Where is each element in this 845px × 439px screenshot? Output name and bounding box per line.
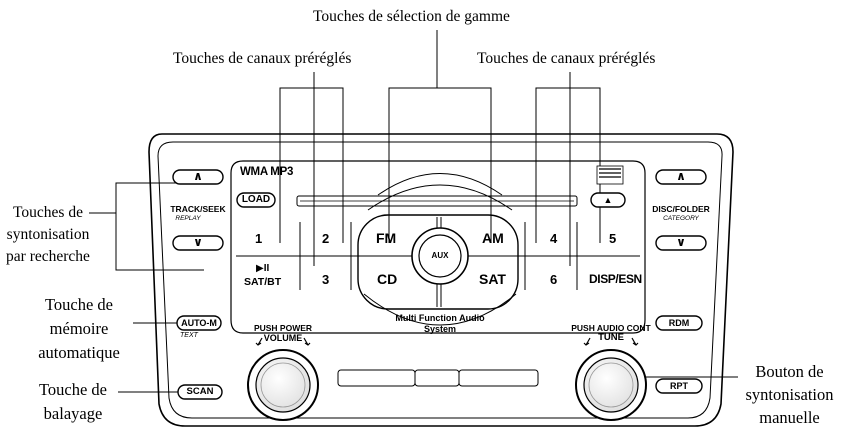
track-seek-label: TRACK/SEEK [170,204,226,214]
tune-arrow-right-icon [631,337,637,346]
label-auto-memory-key: Touche de mémoire automatique [24,293,134,365]
bracket-seek [115,182,204,271]
bracket-band [388,87,492,243]
replay-label: REPLAY [175,215,201,222]
seek-down-icon: ∨ [193,235,203,249]
preset-2-button[interactable]: 2 [322,231,330,246]
label-manual-tune-line2: syntonisation [745,385,834,404]
label-auto-memory-line2: mémoire [49,319,109,338]
mfa-line1: Multi Function Audio [395,313,485,323]
folder-down-button[interactable] [655,235,707,251]
am-button[interactable]: AM [482,230,504,246]
folder-up-icon: ∧ [676,169,686,183]
cd-button[interactable]: CD [377,271,398,287]
label-seek-keys: Touches de syntonisation par recherche [0,202,96,268]
bracket-preset-right [535,87,601,243]
seek-up-button[interactable] [172,169,224,185]
volume-knob[interactable] [247,349,319,421]
auto-m-label: AUTO-M [181,318,217,328]
aux-button[interactable] [418,234,462,278]
eject-button[interactable] [590,192,626,208]
label-seek-line2: syntonisation [6,226,90,243]
label-manual-tune-line3: manuelle [759,408,820,427]
push-power-label: PUSH POWER [253,323,313,333]
mfa-logo: Multi Function Audio System [370,313,510,335]
scan-label: SCAN [186,386,214,397]
label-band-selection-keys: Touches de sélection de gamme [313,8,510,25]
rpt-button[interactable] [655,378,703,394]
tune-label: TUNE [598,332,624,343]
load-label: LOAD [241,194,271,205]
push-audio-cont-label: PUSH AUDIO CONT [571,323,651,333]
disc-logo [596,165,624,185]
sat-button[interactable]: SAT [479,271,506,287]
eject-icon: ▲ [603,195,613,205]
label-manual-tune-line1: Bouton de [755,362,824,381]
volume-arrow-left-icon [257,337,263,346]
seek-down-button[interactable] [172,235,224,251]
text-label: TEXT [180,332,198,339]
format-label: WMA MP3 [240,166,294,178]
preset-6-button[interactable]: 6 [550,272,558,287]
sat-bt-button[interactable]: SAT/BT [244,276,282,288]
tune-arrow-left-icon [585,337,591,346]
rpt-label: RPT [670,381,688,391]
disp-esn-button[interactable]: DISP/ESN [589,272,642,286]
preset-3-button[interactable]: 3 [322,272,330,287]
volume-label: VOLUME [263,333,303,343]
tune-knob[interactable] [575,349,647,421]
folder-up-button[interactable] [655,169,707,185]
label-scan-line1: Touche de [38,380,108,399]
label-scan-line2: balayage [43,404,103,423]
preset-4-button[interactable]: 4 [550,231,558,246]
scan-button[interactable] [177,384,223,400]
label-auto-memory-line1: Touche de [44,295,114,314]
preset-1-button[interactable]: 1 [255,231,263,246]
rdm-button[interactable] [655,315,703,331]
label-scan-key: Touche de balayage [28,378,118,426]
label-preset-keys-right: Touches de canaux préréglés [477,50,656,67]
label-seek-line1: Touches de [13,204,83,221]
volume-arrow-right-icon [303,337,309,346]
fm-button[interactable]: FM [376,230,397,246]
label-manual-tune-knob: Bouton de syntonisation manuelle [737,360,842,429]
folder-down-icon: ∨ [676,235,686,249]
mfa-line2: System [423,324,457,334]
seek-up-icon: ∧ [193,169,203,183]
radio-faceplate [148,133,734,427]
label-auto-memory-line3: automatique [38,343,120,362]
label-seek-line3: par recherche [6,248,90,265]
label-preset-keys-left: Touches de canaux préréglés [173,50,352,67]
aux-label: AUX [431,251,449,260]
load-button[interactable] [236,192,276,208]
disc-folder-label: DISC/FOLDER [652,204,710,214]
preset-5-button[interactable]: 5 [609,231,617,246]
category-label: CATEGORY [663,215,699,222]
rdm-label: RDM [668,318,690,328]
bracket-preset-left [279,87,344,243]
auto-m-button[interactable] [176,315,222,331]
play-pause-icon: ▶II [256,263,270,274]
